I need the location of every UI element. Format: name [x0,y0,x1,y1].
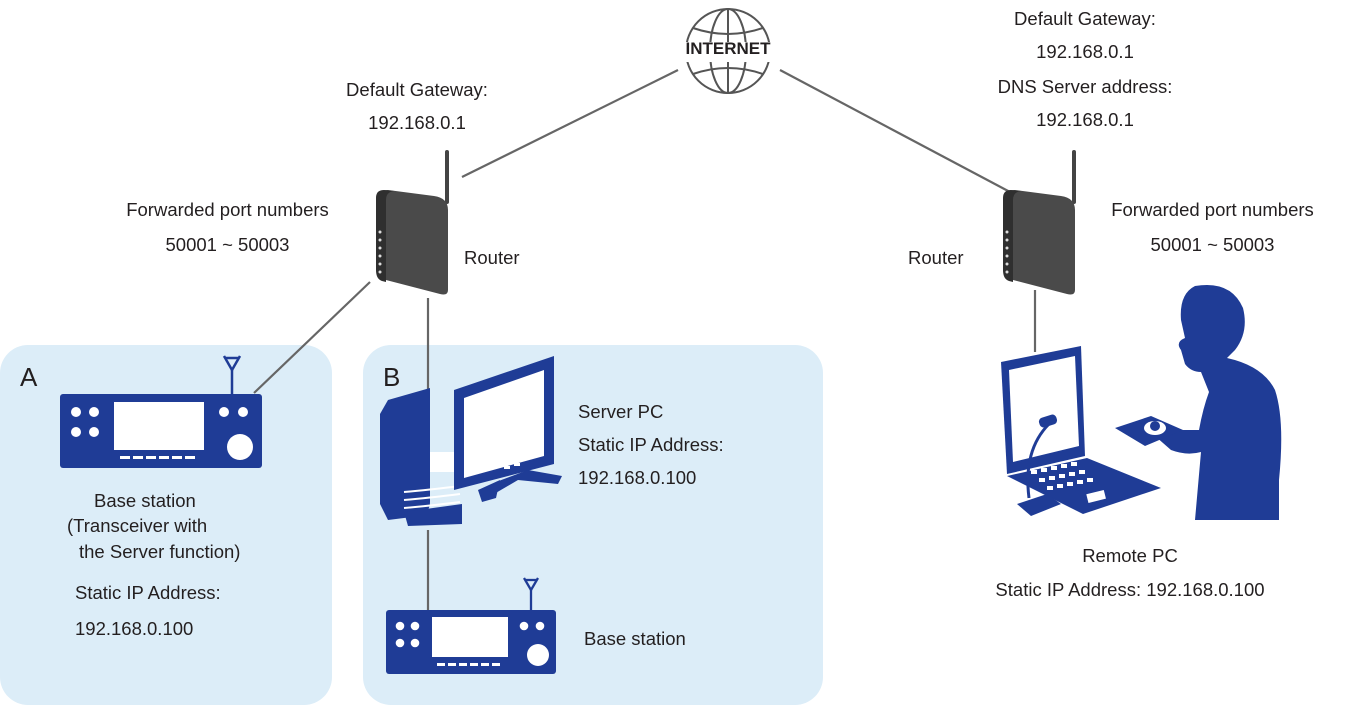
right-gateway-label: Default Gateway: [1014,8,1156,29]
left-forwarded-ports-label: Forwarded port numbers [126,199,329,220]
wire-left-router-base-a [253,281,371,394]
site-a-letter: A [20,362,38,392]
server-pc-name: Server PC [578,401,664,422]
remote-pc-operator-icon [1001,284,1282,520]
internet-label: INTERNET [685,39,771,58]
left-gateway-label: Default Gateway: [346,79,488,100]
globe-icon [677,8,779,94]
base-station-a-desc-2: the Server function) [79,541,241,562]
transceiver-icon [60,355,262,468]
remote-pc-ip: Static IP Address: 192.168.0.100 [995,579,1265,600]
right-forwarded-ports-label: Forwarded port numbers [1111,199,1314,220]
base-station-a-ip-label: Static IP Address: [75,582,221,603]
wire-internet-left-router [461,69,679,178]
right-dns-ip: 192.168.0.1 [1036,109,1134,130]
base-station-a-name: Base station [94,490,196,511]
left-gateway-ip: 192.168.0.1 [368,112,466,133]
wire-internet-right-router [779,69,1011,193]
right-gateway-ip: 192.168.0.1 [1036,41,1134,62]
server-pc-ip: 192.168.0.100 [578,467,697,488]
transceiver-icon [386,577,556,674]
router-icon [376,150,449,295]
left-router-label: Router [464,247,520,268]
right-forwarded-ports: 50001 ~ 50003 [1150,234,1275,255]
site-b-letter: B [383,362,401,392]
right-dns-label: DNS Server address: [997,76,1173,97]
server-pc-icon [380,356,562,526]
base-station-a-ip: 192.168.0.100 [75,618,194,639]
right-router-label: Router [908,247,964,268]
base-station-a-desc-1: (Transceiver with [67,515,208,536]
remote-pc-name: Remote PC [1082,545,1178,566]
base-station-b-label: Base station [584,628,686,649]
server-pc-ip-label: Static IP Address: [578,434,724,455]
left-forwarded-ports: 50001 ~ 50003 [165,234,290,255]
router-icon [1003,150,1076,295]
